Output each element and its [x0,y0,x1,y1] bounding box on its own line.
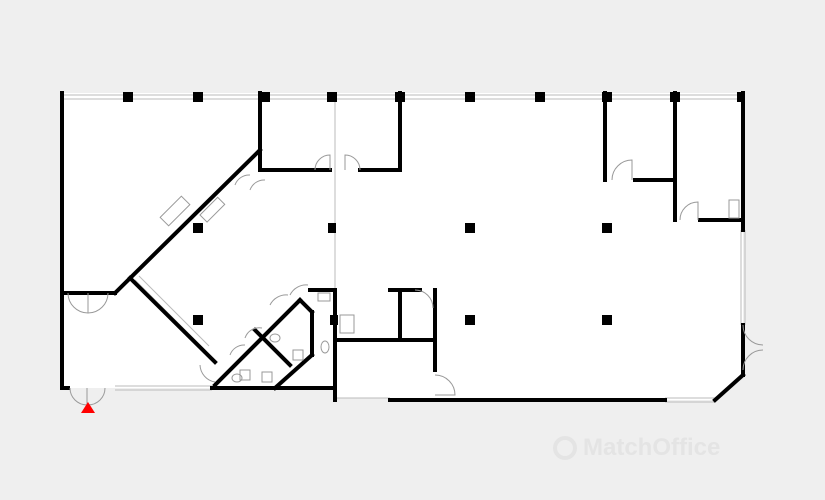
watermark-text: MatchOffice [583,434,721,461]
columns [123,92,745,325]
floor-area [62,93,743,400]
entrance-marker-icon [81,402,95,413]
fixtures [159,195,740,383]
walls [60,91,746,403]
location-pin-icon [553,436,577,460]
watermark-logo: MatchOffice [553,434,720,462]
